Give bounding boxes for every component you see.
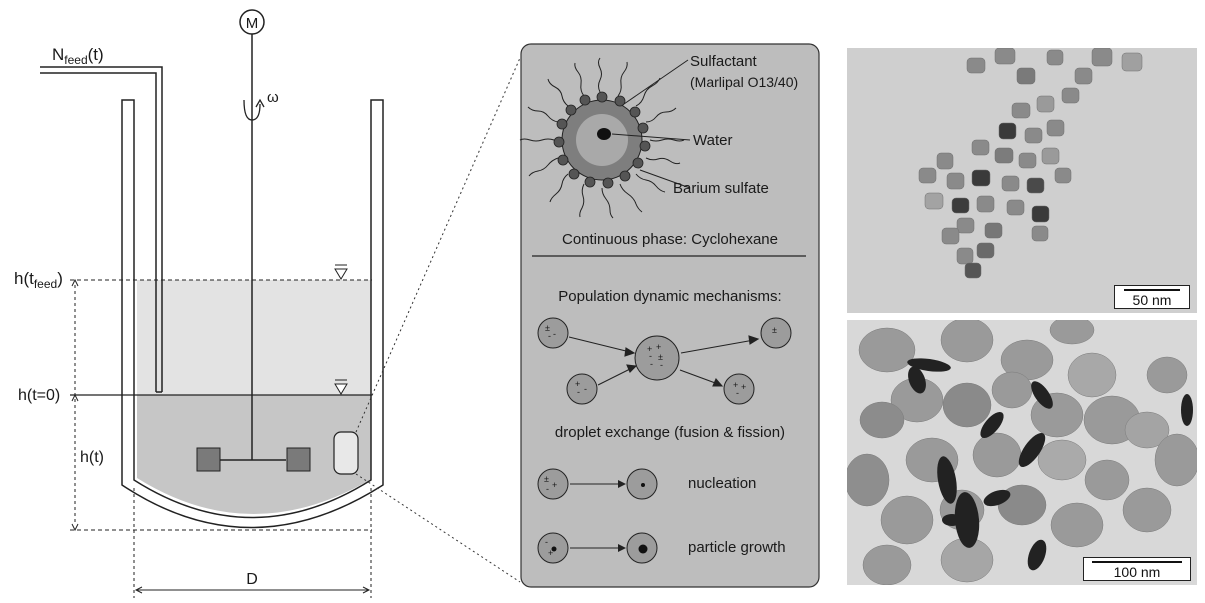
liquid-initial-region (137, 395, 373, 514)
omega-label: ω (267, 89, 279, 106)
motor-label: M (246, 15, 259, 32)
surfactant-name: (Marlipal O13/40) (690, 74, 798, 90)
svg-text:+: + (656, 342, 661, 352)
liquid-feed-region (137, 280, 373, 395)
droplet-exchange-droplets (537, 317, 792, 405)
svg-text:-: - (545, 537, 548, 547)
svg-text:±: ± (545, 323, 550, 333)
scale-bar-line-bottom (1092, 561, 1182, 563)
continuous-phase-label: Continuous phase: Cyclohexane (562, 231, 778, 248)
feed-rate-label: Nfeed(t) (52, 45, 104, 67)
svg-text:+: + (741, 382, 746, 392)
nucleation-diagram: ±+- (537, 468, 658, 500)
impeller-blade-right (286, 447, 311, 472)
scale-bar-line-top (1124, 289, 1180, 291)
tem-micrograph-top: 50 nm (847, 48, 1197, 313)
svg-text:-: - (660, 360, 663, 370)
zoom-lines (355, 57, 521, 583)
level-lines (70, 264, 372, 531)
svg-text:+: + (552, 480, 557, 490)
micelle-leader-lines (611, 59, 691, 189)
feed-pipe (40, 66, 163, 393)
scale-bar-bottom: 100 nm (1083, 557, 1191, 581)
impeller-blade-left (196, 447, 221, 472)
growth-label: particle growth (688, 539, 786, 556)
h-feed-label: h(tfeed) (14, 269, 63, 291)
droplet-exchange-arrows (568, 335, 760, 387)
svg-text:-: - (650, 359, 653, 369)
level-marker-initial-icon (334, 383, 348, 395)
scale-label-bottom: 100 nm (1113, 564, 1161, 580)
svg-text:-: - (553, 329, 556, 339)
svg-text:-: - (577, 387, 580, 397)
svg-text:-: - (546, 484, 549, 494)
particle-growth-diagram: -+ (537, 532, 658, 564)
svg-text:±: ± (544, 474, 549, 484)
svg-text:+: + (647, 344, 652, 354)
population-heading: Population dynamic mechanisms: (558, 288, 781, 305)
tem-bottom-particles (847, 320, 1197, 585)
svg-text:-: - (548, 331, 551, 341)
svg-text:+: + (548, 548, 553, 558)
vessel-outer-wall (121, 99, 384, 529)
height-dimension (71, 278, 79, 532)
water-label: Water (693, 132, 732, 149)
droplet-exchange-diagram: ±-- +-- ++- ±-- ± ++- (537, 317, 792, 405)
surfactant-label: Sulfactant (690, 53, 758, 70)
surfactant-tails (519, 57, 685, 219)
rotation-arrow-icon (243, 99, 261, 121)
svg-text:±: ± (772, 325, 777, 335)
barium-sulfate-label: Barium sulfate (673, 180, 769, 197)
exchange-label: droplet exchange (fusion & fission) (555, 424, 785, 441)
tem-top-particles (847, 48, 1197, 313)
diameter-label: D (246, 571, 258, 588)
svg-text:-: - (736, 388, 739, 398)
svg-text:-: - (649, 351, 652, 361)
h-zero-label: h(t=0) (18, 387, 60, 404)
scale-bar-top: 50 nm (1114, 285, 1190, 309)
svg-text:+: + (575, 379, 580, 389)
ion-symbols: ±-- +-- ++- ±-- ± ++- (545, 323, 777, 398)
svg-text:±: ± (658, 352, 663, 362)
stirrer: M ω (196, 9, 359, 475)
reactor-vessel (121, 99, 384, 529)
surfactant-heads (553, 91, 651, 189)
sample-volume (333, 431, 359, 475)
mechanism-panel: Sulfactant (Marlipal O13/40) Water Bariu… (519, 43, 820, 588)
tem-micrograph-bottom: 100 nm (847, 320, 1197, 585)
nucleation-label: nucleation (688, 475, 756, 492)
svg-text:-: - (584, 384, 587, 394)
level-marker-feed-icon (334, 268, 348, 280)
scale-label-top: 50 nm (1132, 292, 1172, 308)
barium-sulfate-particle (597, 128, 611, 140)
svg-text:+: + (733, 380, 738, 390)
diameter-dimension (133, 488, 372, 598)
h-t-label: h(t) (80, 449, 104, 466)
water-core (576, 114, 628, 166)
